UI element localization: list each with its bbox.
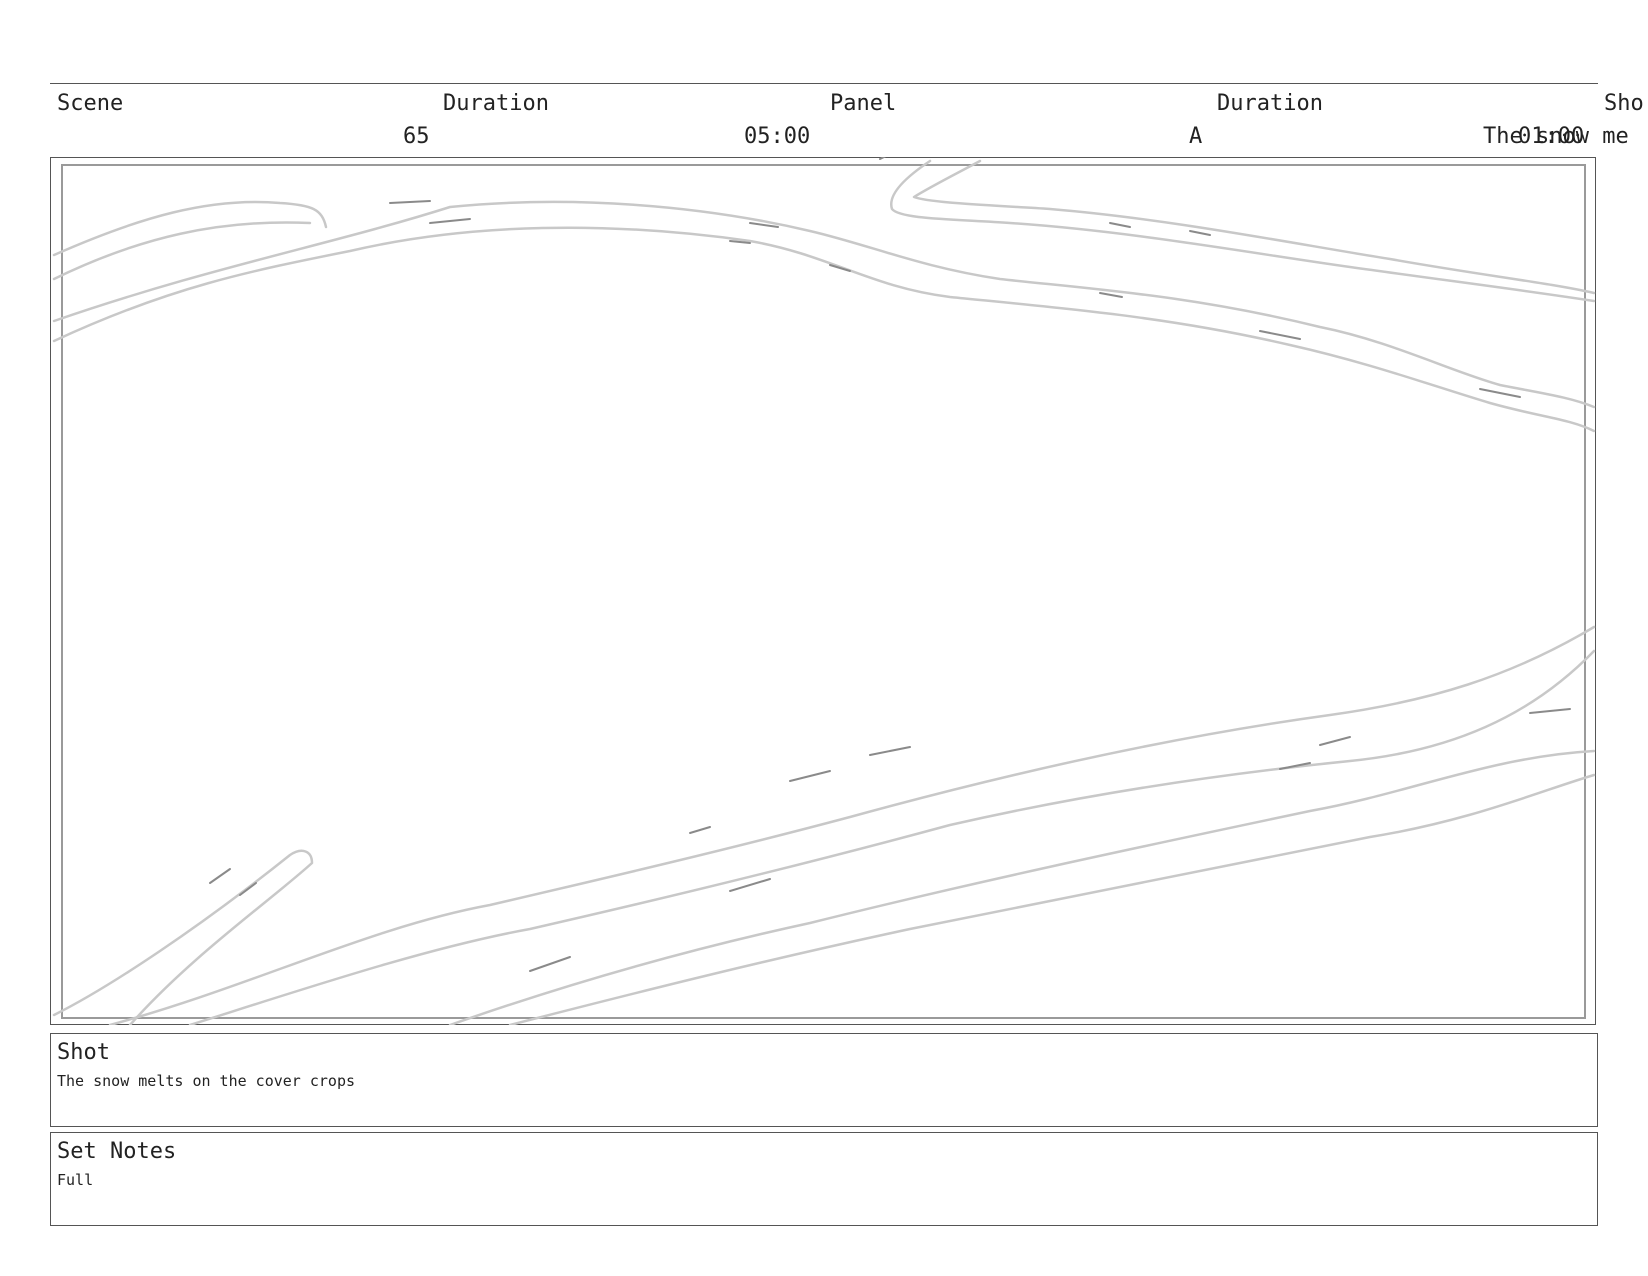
- panel-duration-label: Duration: [1217, 91, 1323, 116]
- scene-value: 65: [403, 124, 430, 149]
- sketch-stroke: [52, 200, 1596, 409]
- shot-value-clipped: The snow me: [1483, 125, 1629, 149]
- shot-box: Shot The snow melts on the cover crops: [50, 1033, 1598, 1127]
- shot-box-text: The snow melts on the cover crops: [57, 1072, 356, 1090]
- set-notes-box: Set Notes Full: [50, 1132, 1598, 1226]
- sketch-stroke: [52, 226, 1596, 433]
- header-rule: [50, 83, 1598, 84]
- sketch-stroke: [508, 773, 1596, 1025]
- sketch-accent: [1319, 736, 1351, 746]
- sketch-accent: [749, 222, 779, 228]
- sketch-stroke: [52, 849, 314, 1025]
- panel-duration-value: 01:00: [1518, 124, 1585, 149]
- sketch-accent: [1279, 762, 1311, 770]
- sketch-accent: [729, 878, 771, 892]
- sketch-accent: [1259, 330, 1301, 340]
- sketch-stroke: [52, 221, 312, 281]
- sketch-stroke: [108, 625, 1596, 1025]
- line-sketch-image: [52, 157, 1596, 1025]
- sketch-accent: [389, 200, 431, 204]
- scene-label: Scene: [57, 91, 124, 116]
- set-notes-text: Full: [57, 1171, 94, 1189]
- sketch-accent: [789, 770, 831, 782]
- sketch-accent: [1529, 708, 1571, 714]
- sketch-accent: [209, 868, 231, 884]
- sketch-accent: [239, 882, 257, 896]
- sketch-accent: [879, 157, 887, 160]
- sketch-accent: [1109, 222, 1131, 228]
- panel-value: A: [1189, 124, 1203, 149]
- sketch-accent: [429, 218, 471, 224]
- panel-label: Panel: [830, 91, 897, 116]
- set-notes-title: Set Notes: [57, 1139, 177, 1164]
- scene-duration-label: Duration: [443, 91, 549, 116]
- sketch-accent: [829, 264, 851, 272]
- sketch-accent: [729, 240, 751, 244]
- sketch-stroke: [52, 200, 328, 257]
- sketch-stroke: [188, 649, 1596, 1025]
- sketch-stroke: [448, 749, 1596, 1025]
- sketch-accent: [689, 826, 711, 834]
- scene-duration-value: 05:00: [744, 124, 811, 149]
- sketch-accent: [1479, 388, 1521, 398]
- sketch-stroke: [890, 159, 1596, 303]
- shot-label-clipped: Sho: [1604, 91, 1644, 116]
- sketch-accent: [1099, 292, 1123, 298]
- shot-box-title: Shot: [57, 1040, 110, 1065]
- sketch-accent: [1189, 230, 1211, 236]
- sketch-accent: [869, 746, 911, 756]
- sketch-stroke: [912, 159, 1596, 295]
- sketch-accent: [529, 956, 571, 972]
- storyboard-panel-frame: [50, 157, 1596, 1025]
- storyboard-panel-safe-area: [61, 164, 1586, 1019]
